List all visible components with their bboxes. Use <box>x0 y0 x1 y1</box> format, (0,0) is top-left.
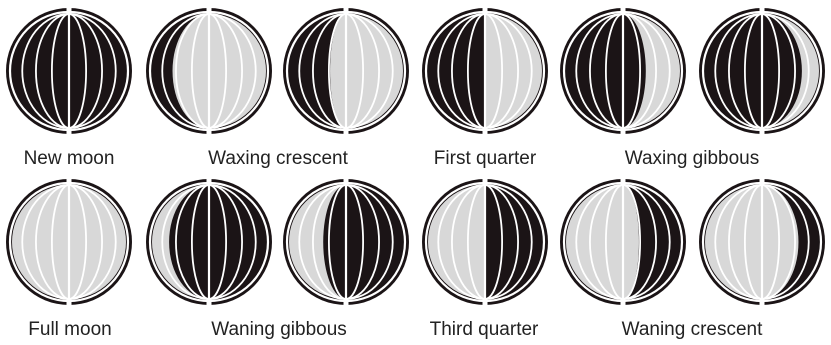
moon-row-1 <box>6 6 825 136</box>
moon-globe <box>422 177 548 307</box>
moon-globe <box>560 6 686 136</box>
moon-globe <box>699 6 825 136</box>
label-waning-gibbous: Waning gibbous <box>211 319 347 341</box>
moon-globe <box>422 6 548 136</box>
label-new-moon: New moon <box>24 148 115 170</box>
label-third-quarter: Third quarter <box>430 319 539 341</box>
label-first-quarter: First quarter <box>434 148 536 170</box>
label-full-moon: Full moon <box>28 319 111 341</box>
moon-globe <box>146 177 272 307</box>
label-waxing-gibbous: Waxing gibbous <box>625 148 759 170</box>
moon-globe <box>6 177 132 307</box>
moon-globe <box>6 6 132 136</box>
label-waning-crescent: Waning crescent <box>622 319 763 341</box>
moon-globe <box>560 177 686 307</box>
label-waxing-crescent: Waxing crescent <box>208 148 348 170</box>
moon-row-2 <box>6 177 825 307</box>
moon-globe <box>283 6 409 136</box>
moon-globe <box>283 177 409 307</box>
moon-globe <box>146 6 272 136</box>
moon-globe <box>699 177 825 307</box>
